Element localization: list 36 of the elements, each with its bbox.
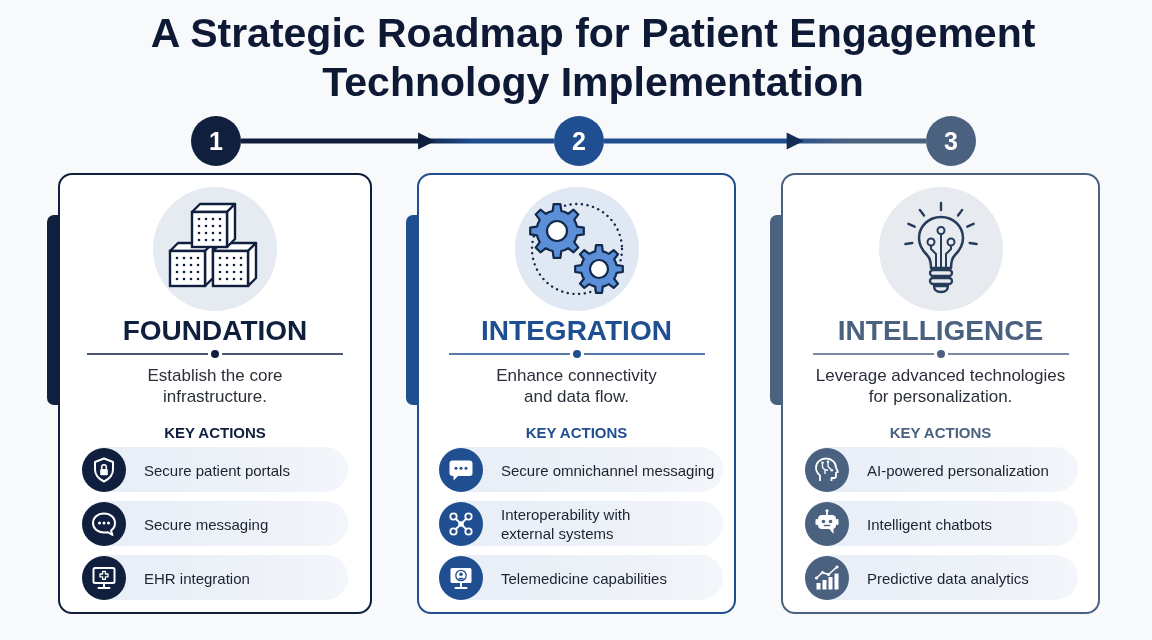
step-number: 3 [926, 116, 976, 166]
action-text: EHR integration [144, 568, 250, 587]
phase-heading: INTELLIGENCE [837, 315, 1044, 347]
arrow [604, 132, 926, 150]
title: A Strategic Roadmap for Patient Engagement Technology Implementation [149, 9, 1037, 107]
action-item [82, 501, 348, 546]
action-item [805, 555, 1078, 600]
action-item [805, 501, 1078, 546]
action-item [805, 447, 1078, 492]
action-item [439, 555, 723, 600]
action-text: Interoperability with external systems [501, 504, 632, 543]
arrow [241, 132, 554, 150]
phase-description: Leverage advanced technologies for personalization. [814, 365, 1067, 407]
phase-heading: INTEGRATION [481, 315, 672, 347]
action-item [439, 447, 723, 492]
action-text: Predictive data analytics [867, 568, 1029, 587]
action-text: Secure omnichannel messaging [501, 460, 715, 479]
step-number: 1 [191, 116, 241, 166]
phase-description: Establish the core infrastructure. [146, 365, 284, 407]
action-item [82, 555, 348, 600]
section-label: KEY ACTIONS [164, 424, 266, 442]
phase-card [58, 173, 372, 614]
phase-description: Enhance connectivity and data flow. [495, 365, 658, 407]
phase-card [417, 173, 736, 614]
action-text: Telemedicine capabilities [501, 568, 667, 587]
step-number: 2 [554, 116, 604, 166]
action-text: Secure messaging [144, 514, 269, 533]
section-label: KEY ACTIONS [525, 424, 628, 442]
section-label: KEY ACTIONS [889, 424, 992, 442]
phase-heading: FOUNDATION [122, 315, 308, 347]
phase-card [781, 173, 1100, 614]
action-text: AI-powered personalization [867, 460, 1049, 479]
action-text: Secure patient portals [144, 460, 290, 479]
action-item [82, 447, 348, 492]
action-text: Intelligent chatbots [867, 514, 993, 533]
action-item [439, 501, 723, 546]
